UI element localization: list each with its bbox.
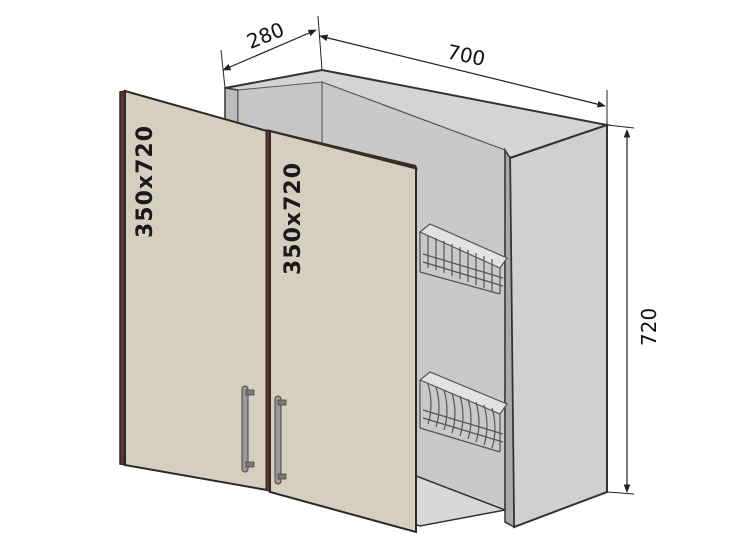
door-right-size-label: 350x720 [281,162,306,275]
height-label: 720 [637,308,661,346]
door-left[interactable]: 350x720 [119,89,268,492]
door-left-handle[interactable] [241,385,249,473]
depth-label: 280 [243,17,287,54]
dish-rack-upper [418,223,508,295]
dish-rack-lower [418,371,508,453]
door-right[interactable]: 350x720 [265,129,418,534]
right-side-front-edge [504,147,515,529]
door-right-handle[interactable] [274,395,282,485]
right-side-panel [508,123,608,529]
dimension-height: 720 [606,124,661,495]
door-right-top-edge [266,129,418,170]
width-label: 700 [445,40,487,71]
door-left-size-label: 350x720 [133,125,158,238]
